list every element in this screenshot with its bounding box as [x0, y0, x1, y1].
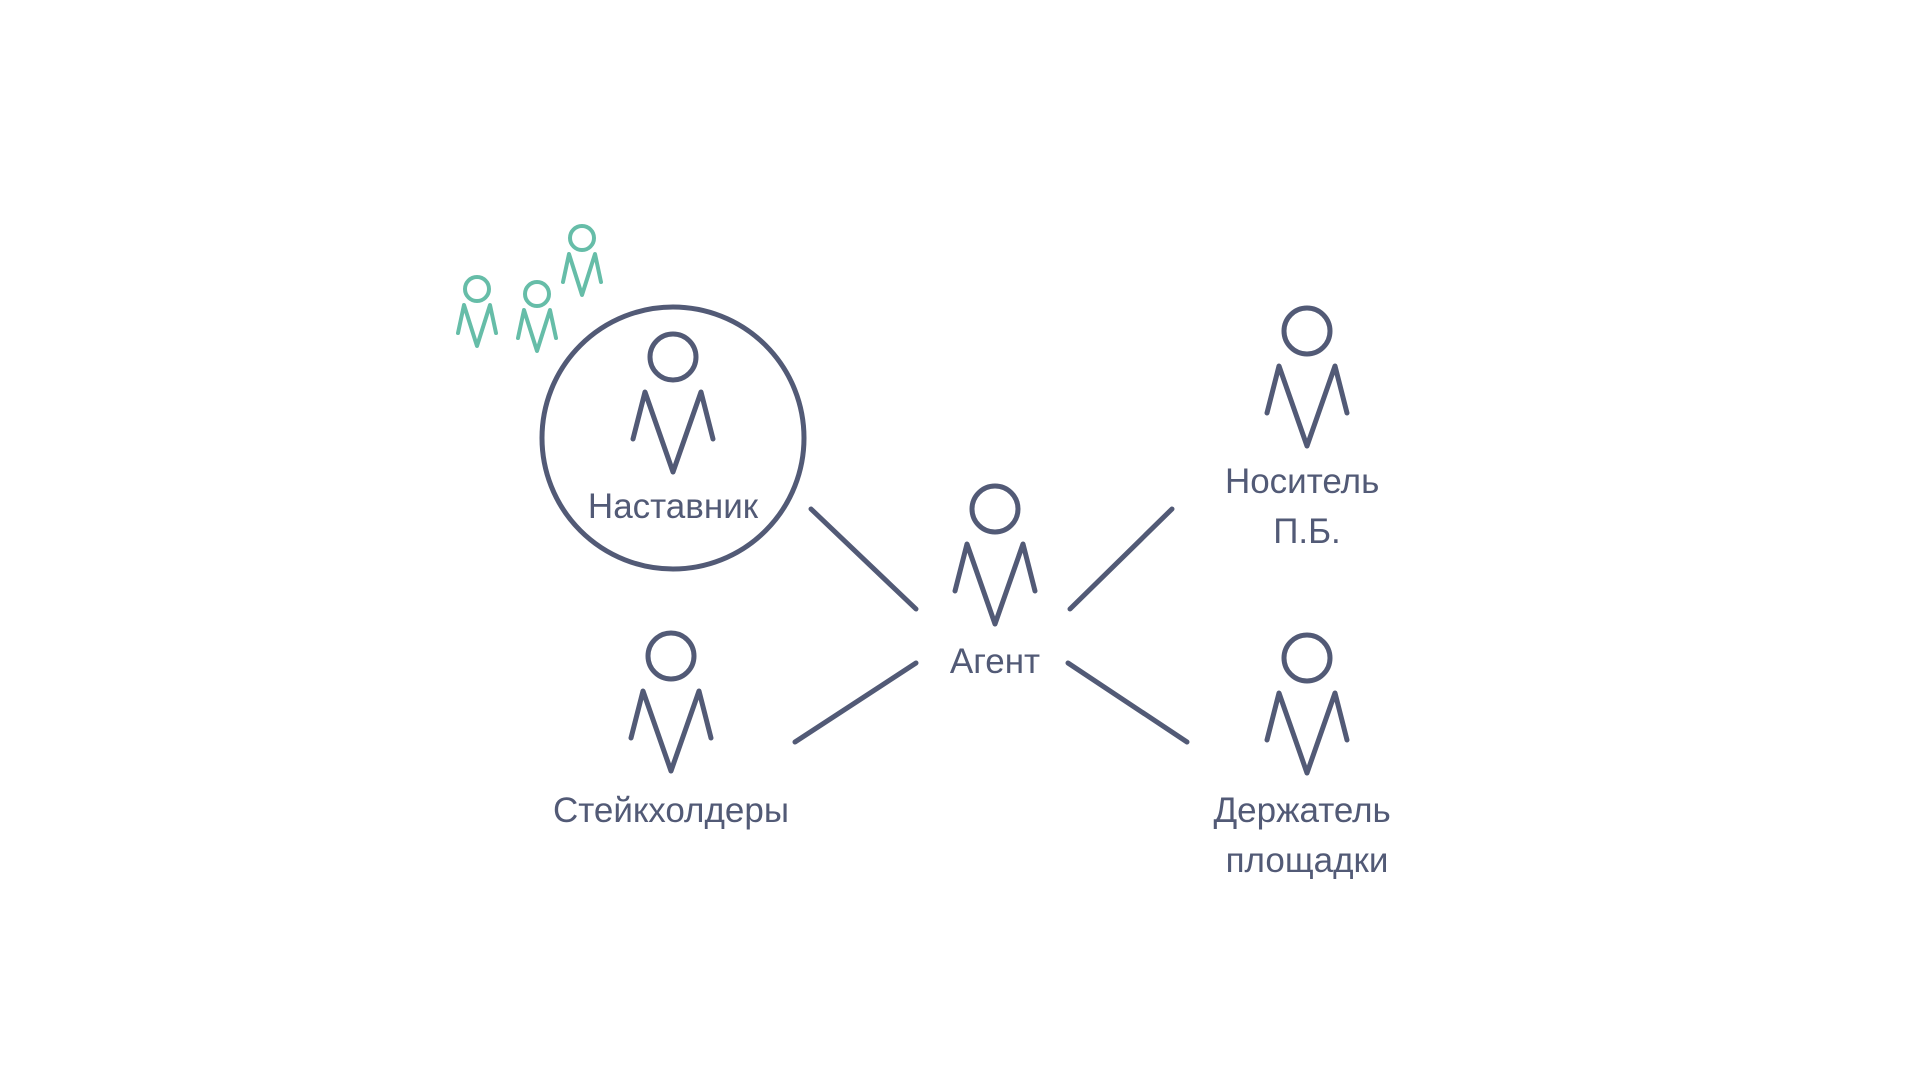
people-group-icon [456, 224, 603, 353]
mentor-person-icon [630, 331, 716, 475]
carrier-label-line: П.Б. [1273, 512, 1341, 551]
connectors [792, 506, 1190, 745]
stakeholders-label: Стейкхолдеры [553, 791, 789, 830]
platform-holder-label-line: Держатель [1213, 791, 1390, 830]
stakeholders-label-line: Стейкхолдеры [553, 791, 789, 830]
connector-agent-platform-holder [1065, 660, 1190, 745]
mentor-ring-circle-icon [539, 304, 807, 572]
platform-holder-person-icon [1264, 632, 1350, 776]
platform-holder-label: Держатель площадки [1213, 791, 1400, 880]
mentor-label: Наставник [588, 487, 759, 526]
agent-label-line: Агент [950, 642, 1040, 681]
labels: Наставник Агент Стейкхолдеры Носитель П.… [553, 462, 1400, 880]
group-person-icon [516, 280, 558, 353]
group-person-icon [561, 224, 603, 297]
carrier-label: Носитель П.Б. [1225, 462, 1389, 551]
group-person-icon [456, 275, 498, 348]
agent-person-icon [952, 483, 1038, 627]
platform-holder-label-line: площадки [1226, 841, 1389, 880]
carrier-person-icon [1264, 305, 1350, 449]
people [628, 305, 1350, 776]
carrier-label-line: Носитель [1225, 462, 1379, 501]
connector-agent-carrier [1067, 506, 1175, 612]
agent-label: Агент [950, 642, 1040, 681]
connector-agent-stakeholders [792, 660, 919, 745]
connector-agent-mentor [808, 506, 919, 612]
mentor-label-line: Наставник [588, 487, 759, 526]
stakeholders-person-icon [628, 630, 714, 774]
